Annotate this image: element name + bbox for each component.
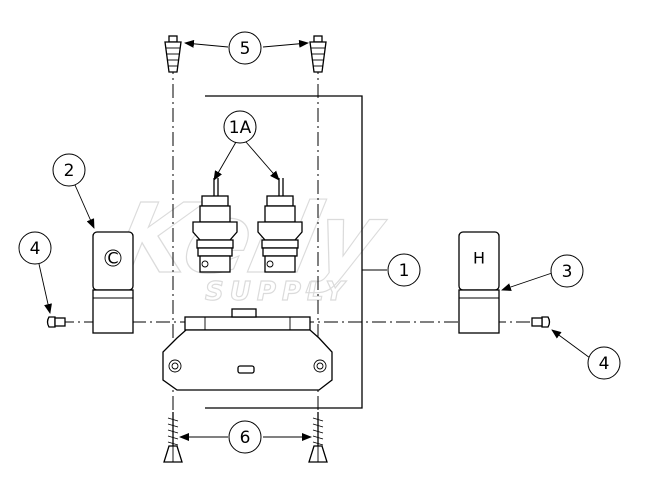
cartridge-right [257,178,303,273]
valve-body [162,308,333,391]
leader-lines [38,39,591,441]
cold-handle: C [92,231,134,334]
callout-1A-label: 1A [229,118,252,138]
callout-2: 2 [52,153,86,187]
callout-4-right: 4 [587,346,621,380]
callout-4-right-label: 4 [599,354,610,374]
callout-4-left-label: 4 [30,239,41,259]
callout-3: 3 [550,254,584,288]
callout-1A: 1A [223,110,257,144]
set-screw-left [46,316,66,328]
hot-handle: H [458,231,500,334]
hot-handle-mark: H [473,249,485,268]
callout-1: 1 [387,253,421,287]
callout-4-left: 4 [18,231,52,265]
callout-1-label: 1 [399,261,410,281]
watermark: Kelly SUPPLY [105,182,396,307]
callout-3-label: 3 [562,262,573,282]
cold-handle-mark: C [107,249,118,268]
callout-5-label: 5 [240,39,251,59]
callout-5: 5 [228,31,262,65]
callout-2-label: 2 [64,161,75,181]
callout-6: 6 [228,420,262,454]
cartridge-left [192,178,238,273]
screw-left [163,412,183,463]
watermark-tagline: SUPPLY [205,277,350,307]
anchor-right [309,35,327,73]
spout-outline [205,95,363,409]
callout-6-label: 6 [240,428,251,448]
screw-right [308,412,328,463]
anchor-left [164,35,182,73]
watermark-brand: Kelly [105,183,395,295]
set-screw-right [531,316,551,328]
